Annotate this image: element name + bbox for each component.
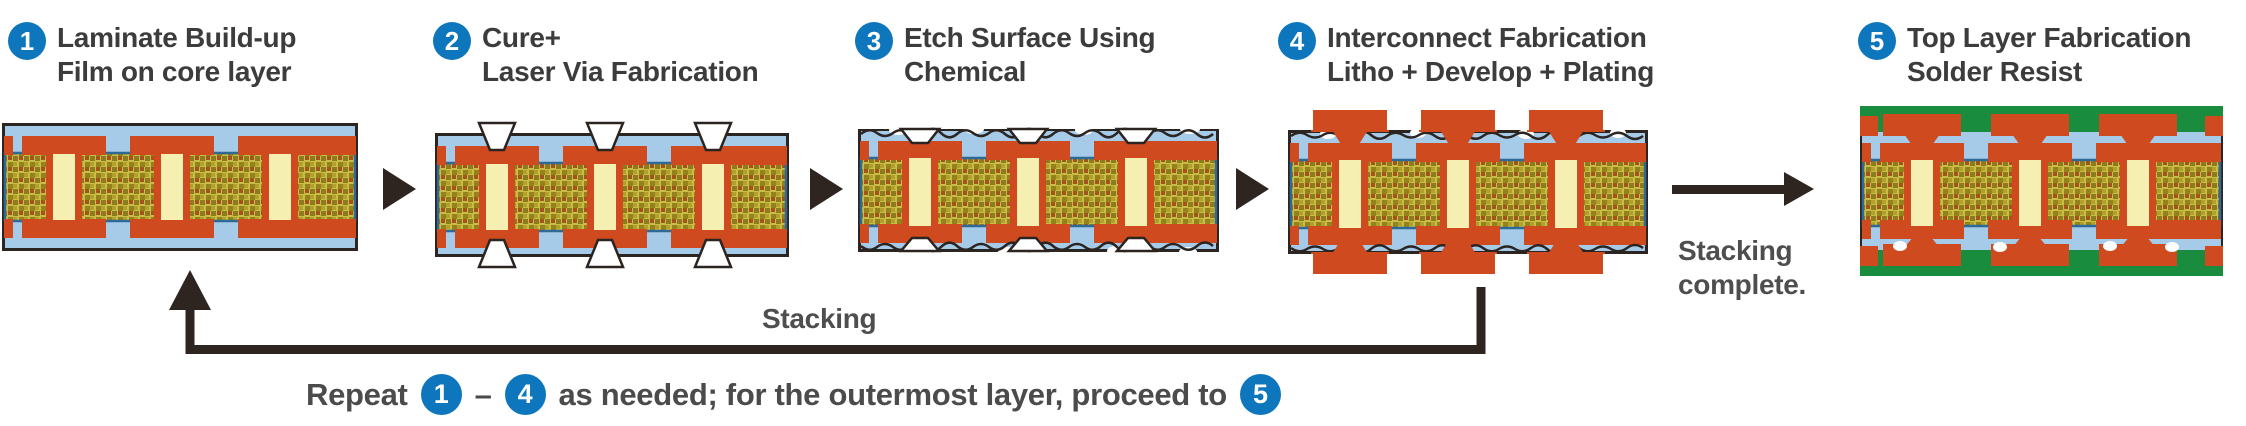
repeat-note-prefix: Repeat (306, 376, 408, 412)
pcb-diagram-step-3 (858, 114, 1219, 266)
step-header-1: 1 Laminate Build-up Film on core layer (8, 21, 296, 89)
step-3-title-line2: Chemical (904, 56, 1027, 87)
step-3-title-line1: Etch Surface Using (904, 22, 1156, 53)
arrow-step4-to-step5-line (1672, 185, 1784, 194)
repeat-note-dash: – (474, 376, 492, 412)
step-5-title: Top Layer Fabrication Solder Resist (1907, 21, 2191, 89)
step-header-5: 5 Top Layer Fabrication Solder Resist (1858, 21, 2191, 89)
stacking-label-text: Stacking (762, 303, 877, 334)
pcb-buildup-process-diagram: 1 Laminate Build-up Film on core layer 2… (0, 18, 2246, 426)
step-2-title-line2: Laser Via Fabrication (482, 56, 759, 87)
step-header-3: 3 Etch Surface Using Chemical (855, 21, 1156, 89)
step-2-badge: 2 (433, 22, 471, 60)
step-1-title-line2: Film on core layer (57, 56, 292, 87)
arrow-step3-to-step4-icon (1236, 168, 1269, 210)
repeat-note-badge-1: 1 (420, 374, 462, 415)
pcb-diagram-step-4 (1288, 106, 1648, 276)
step-4-title: Interconnect Fabrication Litho + Develop… (1327, 21, 1654, 89)
step-4-title-line1: Interconnect Fabrication (1327, 22, 1647, 53)
stacking-label: Stacking (762, 302, 877, 336)
arrow-step2-to-step3-icon (810, 168, 843, 210)
arrow-step1-to-step2-icon (383, 168, 416, 210)
arrow-step4-to-step5-head-icon (1784, 172, 1814, 206)
step-1-title-line1: Laminate Build-up (57, 22, 297, 53)
pcb-diagram-step-1 (2, 123, 358, 251)
repeat-note-badge-5: 5 (1239, 374, 1281, 415)
step-2-title-line1: Cure+ (482, 22, 561, 53)
repeat-note-badge-4: 4 (504, 374, 546, 415)
step-5-badge: 5 (1858, 22, 1896, 60)
stacking-feedback-loop-arrow (169, 270, 1486, 354)
stacking-complete-line1: Stacking (1678, 235, 1793, 266)
step-1-title: Laminate Build-up Film on core layer (57, 21, 296, 89)
step-3-title: Etch Surface Using Chemical (904, 21, 1156, 89)
step-1-badge: 1 (8, 22, 46, 60)
step-4-badge: 4 (1278, 22, 1316, 60)
step-3-badge: 3 (855, 22, 893, 60)
pcb-diagram-step-2 (435, 121, 789, 269)
repeat-note: Repeat 1 – 4 as needed; for the outermos… (306, 374, 1281, 415)
step-5-title-line2: Solder Resist (1907, 56, 2083, 87)
stacking-complete-label: Stacking complete. (1678, 234, 1806, 302)
step-5-title-line1: Top Layer Fabrication (1907, 22, 2192, 53)
step-2-title: Cure+ Laser Via Fabrication (482, 21, 759, 89)
stacking-complete-line2: complete. (1678, 269, 1807, 300)
pcb-diagram-step-5 (1860, 106, 2223, 276)
step-header-2: 2 Cure+ Laser Via Fabrication (433, 21, 759, 89)
repeat-note-suffix: as needed; for the outermost layer, proc… (558, 376, 1228, 412)
step-4-title-line2: Litho + Develop + Plating (1327, 56, 1654, 87)
step-header-4: 4 Interconnect Fabrication Litho + Devel… (1278, 21, 1654, 89)
